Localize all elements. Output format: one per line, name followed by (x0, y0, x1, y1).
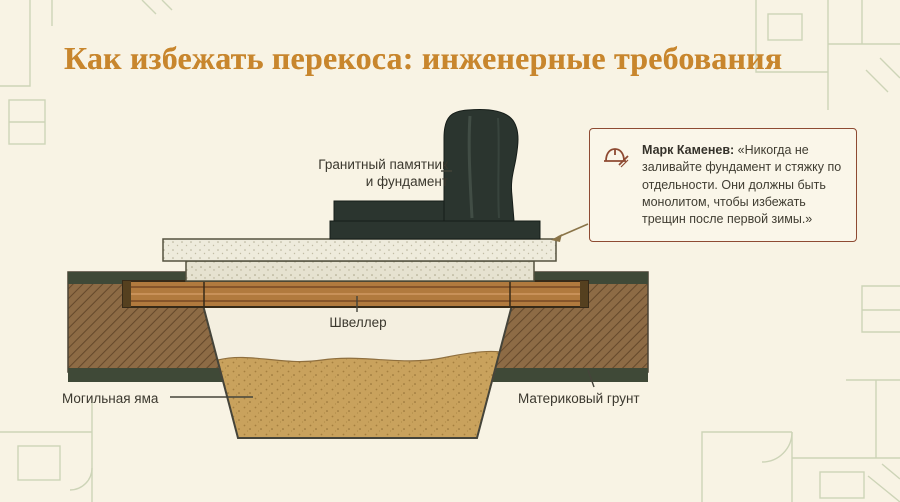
label-granite-monument-line2: и фундамент (365, 174, 448, 190)
expert-callout: Марк Каменев: «Никогда не заливайте фунд… (589, 128, 857, 243)
callout-arrow (551, 223, 589, 242)
foundation-slab-upper (162, 238, 557, 262)
foundation-slab-lower (185, 260, 535, 282)
page-title: Как избежать перекоса: инженерные требов… (64, 40, 783, 76)
soil-bottom-strip-left (68, 368, 226, 382)
leader-lines (170, 170, 595, 398)
expert-quote: «Никогда не заливайте фундамент и стяжку… (642, 143, 842, 226)
label-granite-monument: Гранитный памятник и фундамент (298, 156, 448, 191)
channel-beam (122, 280, 589, 308)
granite-monument (329, 109, 541, 240)
hard-hat-icon (602, 142, 632, 175)
pit-sand-fill (217, 350, 501, 439)
label-granite-monument-line1: Гранитный памятник (318, 157, 448, 172)
label-channel-beam: Швеллер (329, 315, 387, 330)
expert-quote-text: Марк Каменев: «Никогда не заливайте фунд… (642, 142, 842, 228)
soil-bottom-strip-right (486, 368, 648, 382)
label-native-soil: Материковый грунт (518, 391, 640, 406)
expert-name: Марк Каменев: (642, 143, 735, 157)
label-grave-pit: Могильная яма (62, 391, 159, 406)
